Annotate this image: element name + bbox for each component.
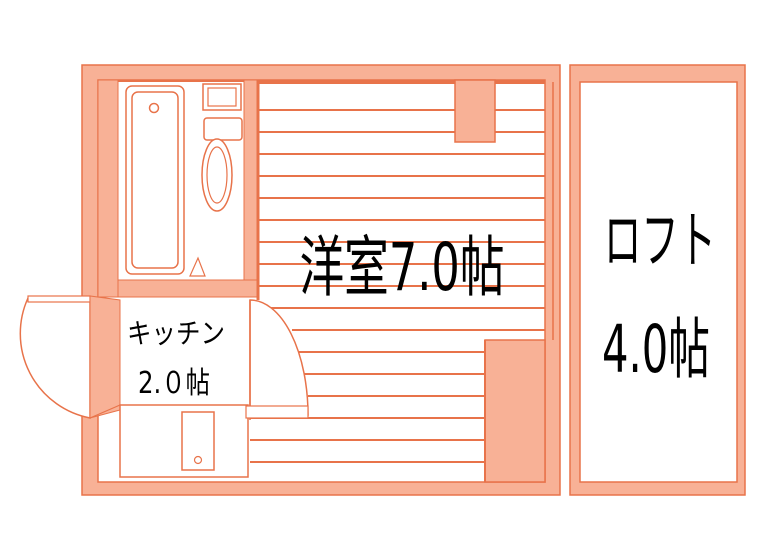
room-door-swing (249, 299, 309, 416)
toilet (201, 83, 243, 212)
lower-right-notch (484, 339, 546, 483)
bathtub-drain (148, 102, 160, 114)
kitchen-label-line2: 2.０帖 (138, 366, 210, 401)
kitchen-label-line1: キッチン (127, 317, 225, 350)
pillar (454, 79, 496, 143)
bathtub-inner (131, 91, 179, 269)
western-room-label: 洋室7.0帖 (300, 229, 505, 306)
entrance-door-leaf (27, 295, 91, 303)
main-unit (19, 64, 561, 496)
sink-drain (193, 455, 203, 465)
loft-unit (569, 64, 746, 496)
room-door-leaf (245, 405, 309, 419)
entrance-door-swing (19, 297, 91, 419)
loft-label-line2: 4.0帖 (602, 311, 710, 388)
bath-lower-wall (117, 279, 259, 298)
entry-frame (89, 295, 121, 419)
loft-label-line1: ロフト (604, 204, 716, 277)
western-room-top-edge (258, 80, 545, 84)
bath-door-marker (189, 256, 206, 277)
western-room-flooring (250, 109, 545, 463)
loft-outer-wall (569, 64, 746, 496)
kitchen-area (19, 295, 309, 478)
